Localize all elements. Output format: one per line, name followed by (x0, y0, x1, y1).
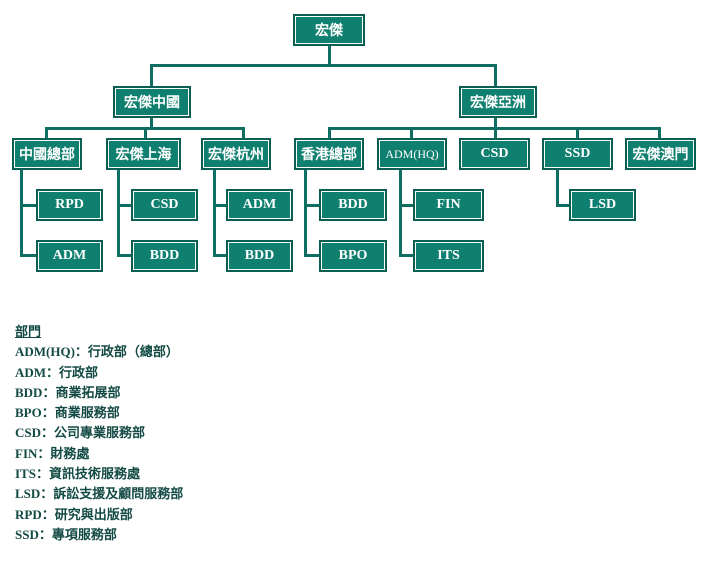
node-macau: 宏傑澳門 (625, 138, 696, 170)
connector-line (399, 168, 402, 257)
connector-line (213, 168, 216, 257)
node-china-hq: 中國總部 (12, 138, 82, 170)
connector-line (213, 254, 227, 257)
connector-line (242, 127, 245, 138)
node-shanghai-bdd: BDD (131, 240, 198, 272)
connector-line (20, 254, 37, 257)
node-root: 宏傑 (293, 14, 365, 46)
connector-line (328, 44, 331, 66)
connector-line (117, 204, 132, 207)
node-ssd: SSD (542, 138, 613, 170)
connector-line (304, 204, 320, 207)
node-hk-hq: 香港總部 (294, 138, 364, 170)
legend-item: CSD：公司專業服務部 (15, 425, 146, 441)
node-shanghai: 宏傑上海 (106, 138, 181, 170)
connector-line (20, 204, 37, 207)
connector-line (494, 116, 497, 129)
legend: 部門 ADM(HQ)：行政部（總部） ADM：行政部 BDD：商業拓展部 BPO… (15, 322, 183, 545)
connector-line (150, 64, 153, 86)
node-china: 宏傑中國 (113, 86, 191, 118)
connector-line (494, 64, 497, 86)
node-adm-hq-its: ITS (413, 240, 484, 272)
connector-line (399, 254, 414, 257)
connector-line (20, 168, 23, 257)
node-asia: 宏傑亞洲 (459, 86, 537, 118)
connector-line (494, 127, 497, 138)
node-hk-bdd: BDD (319, 189, 387, 221)
node-ssd-lsd: LSD (569, 189, 636, 221)
legend-item: RPD：研究與出版部 (15, 506, 133, 522)
legend-item: LSD：訴訟支援及顧問服務部 (15, 486, 184, 502)
connector-line (304, 254, 320, 257)
legend-item: ITS：資訊技術服務處 (15, 466, 140, 482)
node-hangzhou-adm: ADM (226, 189, 293, 221)
legend-item: BPO：商業服務部 (15, 405, 120, 421)
connector-line (117, 168, 120, 257)
connector-line (556, 168, 559, 207)
node-adm-hq-fin: FIN (413, 189, 484, 221)
legend-title: 部門 (15, 324, 42, 339)
connector-line (213, 204, 227, 207)
connector-line (150, 64, 496, 67)
node-shanghai-csd: CSD (131, 189, 198, 221)
legend-item: ADM(HQ)：行政部（總部） (15, 344, 179, 360)
node-china-hq-adm: ADM (36, 240, 103, 272)
connector-line (658, 127, 661, 138)
legend-item: BDD：商業拓展部 (15, 384, 121, 400)
node-hk-bpo: BPO (319, 240, 387, 272)
legend-item: SSD：專項服務部 (15, 526, 117, 542)
connector-line (399, 204, 414, 207)
connector-line (410, 127, 413, 138)
connector-line (304, 168, 307, 257)
connector-line (556, 204, 570, 207)
node-adm-hq: ADM(HQ) (377, 138, 447, 170)
legend-item: ADM：行政部 (15, 364, 99, 380)
node-hangzhou: 宏傑杭州 (201, 138, 271, 170)
connector-line (117, 254, 132, 257)
node-hangzhou-bdd: BDD (226, 240, 293, 272)
node-china-hq-rpd: RPD (36, 189, 103, 221)
legend-item: FIN：財務處 (15, 445, 90, 461)
connector-line (328, 127, 331, 138)
connector-line (144, 127, 147, 138)
connector-line (576, 127, 579, 138)
node-csd: CSD (459, 138, 530, 170)
connector-line (45, 127, 48, 138)
connector-line (150, 116, 153, 129)
